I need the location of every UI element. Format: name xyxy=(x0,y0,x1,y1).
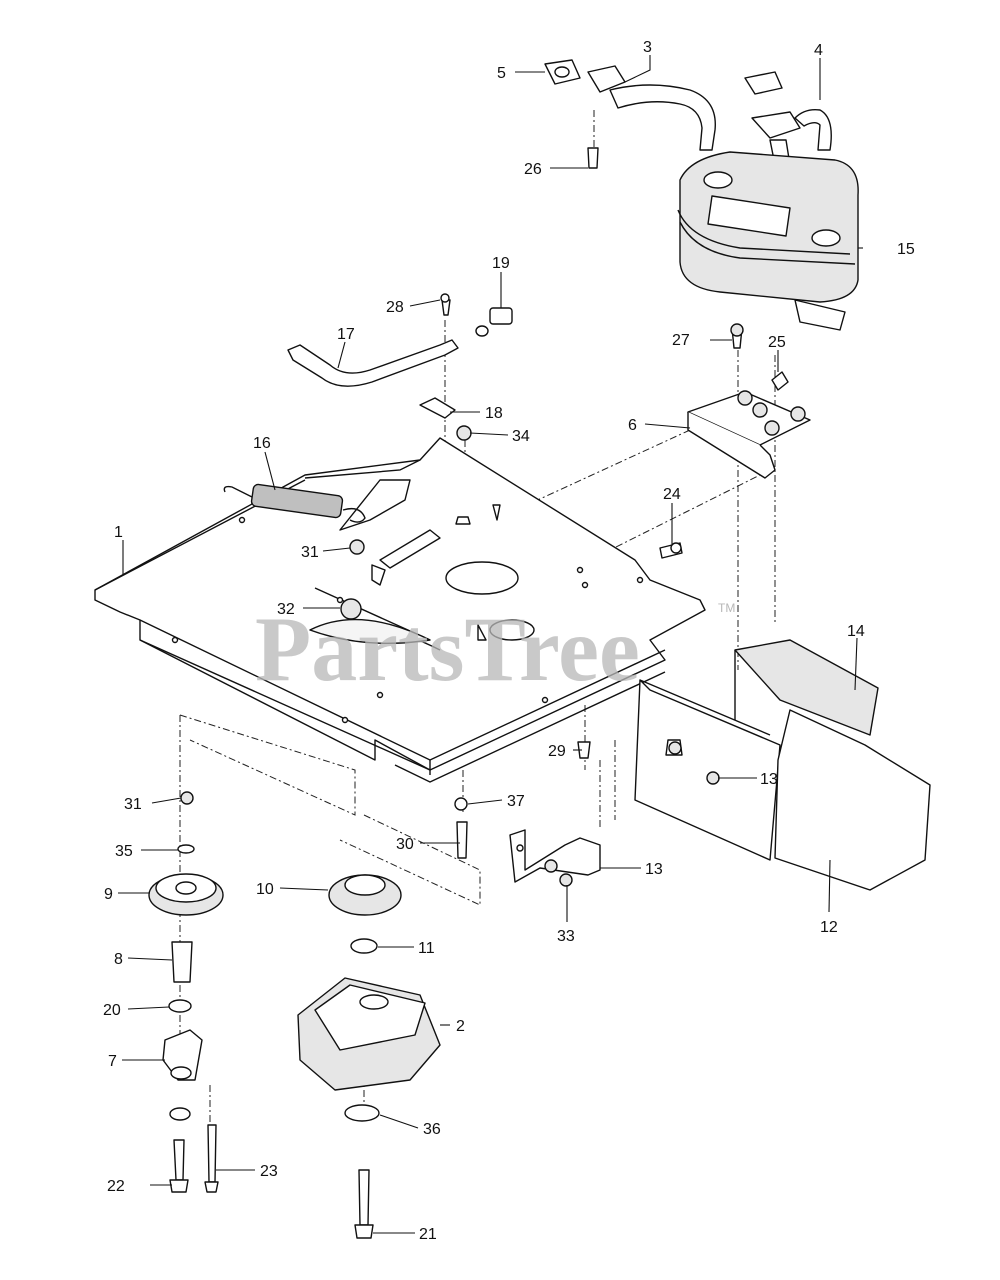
callout-32: 32 xyxy=(277,601,295,618)
callout-30: 30 xyxy=(396,836,414,853)
idler-pulley-stack xyxy=(148,791,224,1193)
callout-15: 15 xyxy=(897,241,915,258)
callout-18: 18 xyxy=(485,405,503,422)
callout-20: 20 xyxy=(103,1002,121,1019)
callout-19: 19 xyxy=(492,255,510,272)
deck-hardware xyxy=(340,539,591,859)
callout-7: 7 xyxy=(108,1053,117,1070)
callout-16: 16 xyxy=(253,435,271,452)
callout-31-a: 31 xyxy=(301,544,319,561)
exhaust-pipes xyxy=(544,59,832,169)
callout-37: 37 xyxy=(507,793,525,810)
svg-text:PartsTree: PartsTree xyxy=(255,598,640,700)
callout-11: 11 xyxy=(418,940,435,957)
callout-14: 14 xyxy=(847,623,865,640)
callout-2: 2 xyxy=(456,1018,465,1035)
callout-9: 9 xyxy=(104,886,113,903)
tension-spring xyxy=(223,483,366,523)
callout-3: 3 xyxy=(643,39,652,56)
callout-4: 4 xyxy=(814,42,823,59)
callout-24: 24 xyxy=(663,486,681,503)
callout-35: 35 xyxy=(115,843,133,860)
heat-shields xyxy=(634,639,931,891)
callout-8: 8 xyxy=(114,951,123,968)
callout-labels: 1 2 3 4 5 6 7 8 9 10 11 12 13 13 14 15 1… xyxy=(103,39,915,1243)
callout-29: 29 xyxy=(548,743,566,760)
callout-13-a: 13 xyxy=(760,771,778,788)
callout-36: 36 xyxy=(423,1121,441,1138)
pto-clutch-stack xyxy=(297,874,441,1239)
leader-lines xyxy=(118,55,863,1234)
lower-bracket xyxy=(509,829,601,887)
callout-33: 33 xyxy=(557,928,575,945)
callout-17: 17 xyxy=(337,326,355,343)
callout-28: 28 xyxy=(386,299,404,316)
callout-10: 10 xyxy=(256,881,274,898)
callout-21: 21 xyxy=(419,1226,437,1243)
callout-12: 12 xyxy=(820,919,838,936)
callout-27: 27 xyxy=(672,332,690,349)
callout-31-b: 31 xyxy=(124,796,142,813)
callout-26: 26 xyxy=(524,161,542,178)
svg-text:TM: TM xyxy=(718,601,735,615)
fuel-line-assembly xyxy=(287,293,513,525)
callout-34: 34 xyxy=(512,428,530,445)
deck-plate xyxy=(94,437,706,783)
callout-6: 6 xyxy=(628,417,637,434)
callout-5: 5 xyxy=(497,65,506,82)
callout-23: 23 xyxy=(260,1163,278,1180)
callout-1: 1 xyxy=(114,524,123,541)
muffler-bracket xyxy=(659,323,811,559)
callout-13-b: 13 xyxy=(645,861,663,878)
callout-25: 25 xyxy=(768,334,786,351)
callout-22: 22 xyxy=(107,1178,125,1195)
parts-tree-watermark: PartsTree TM xyxy=(255,598,735,700)
muffler xyxy=(677,151,859,331)
